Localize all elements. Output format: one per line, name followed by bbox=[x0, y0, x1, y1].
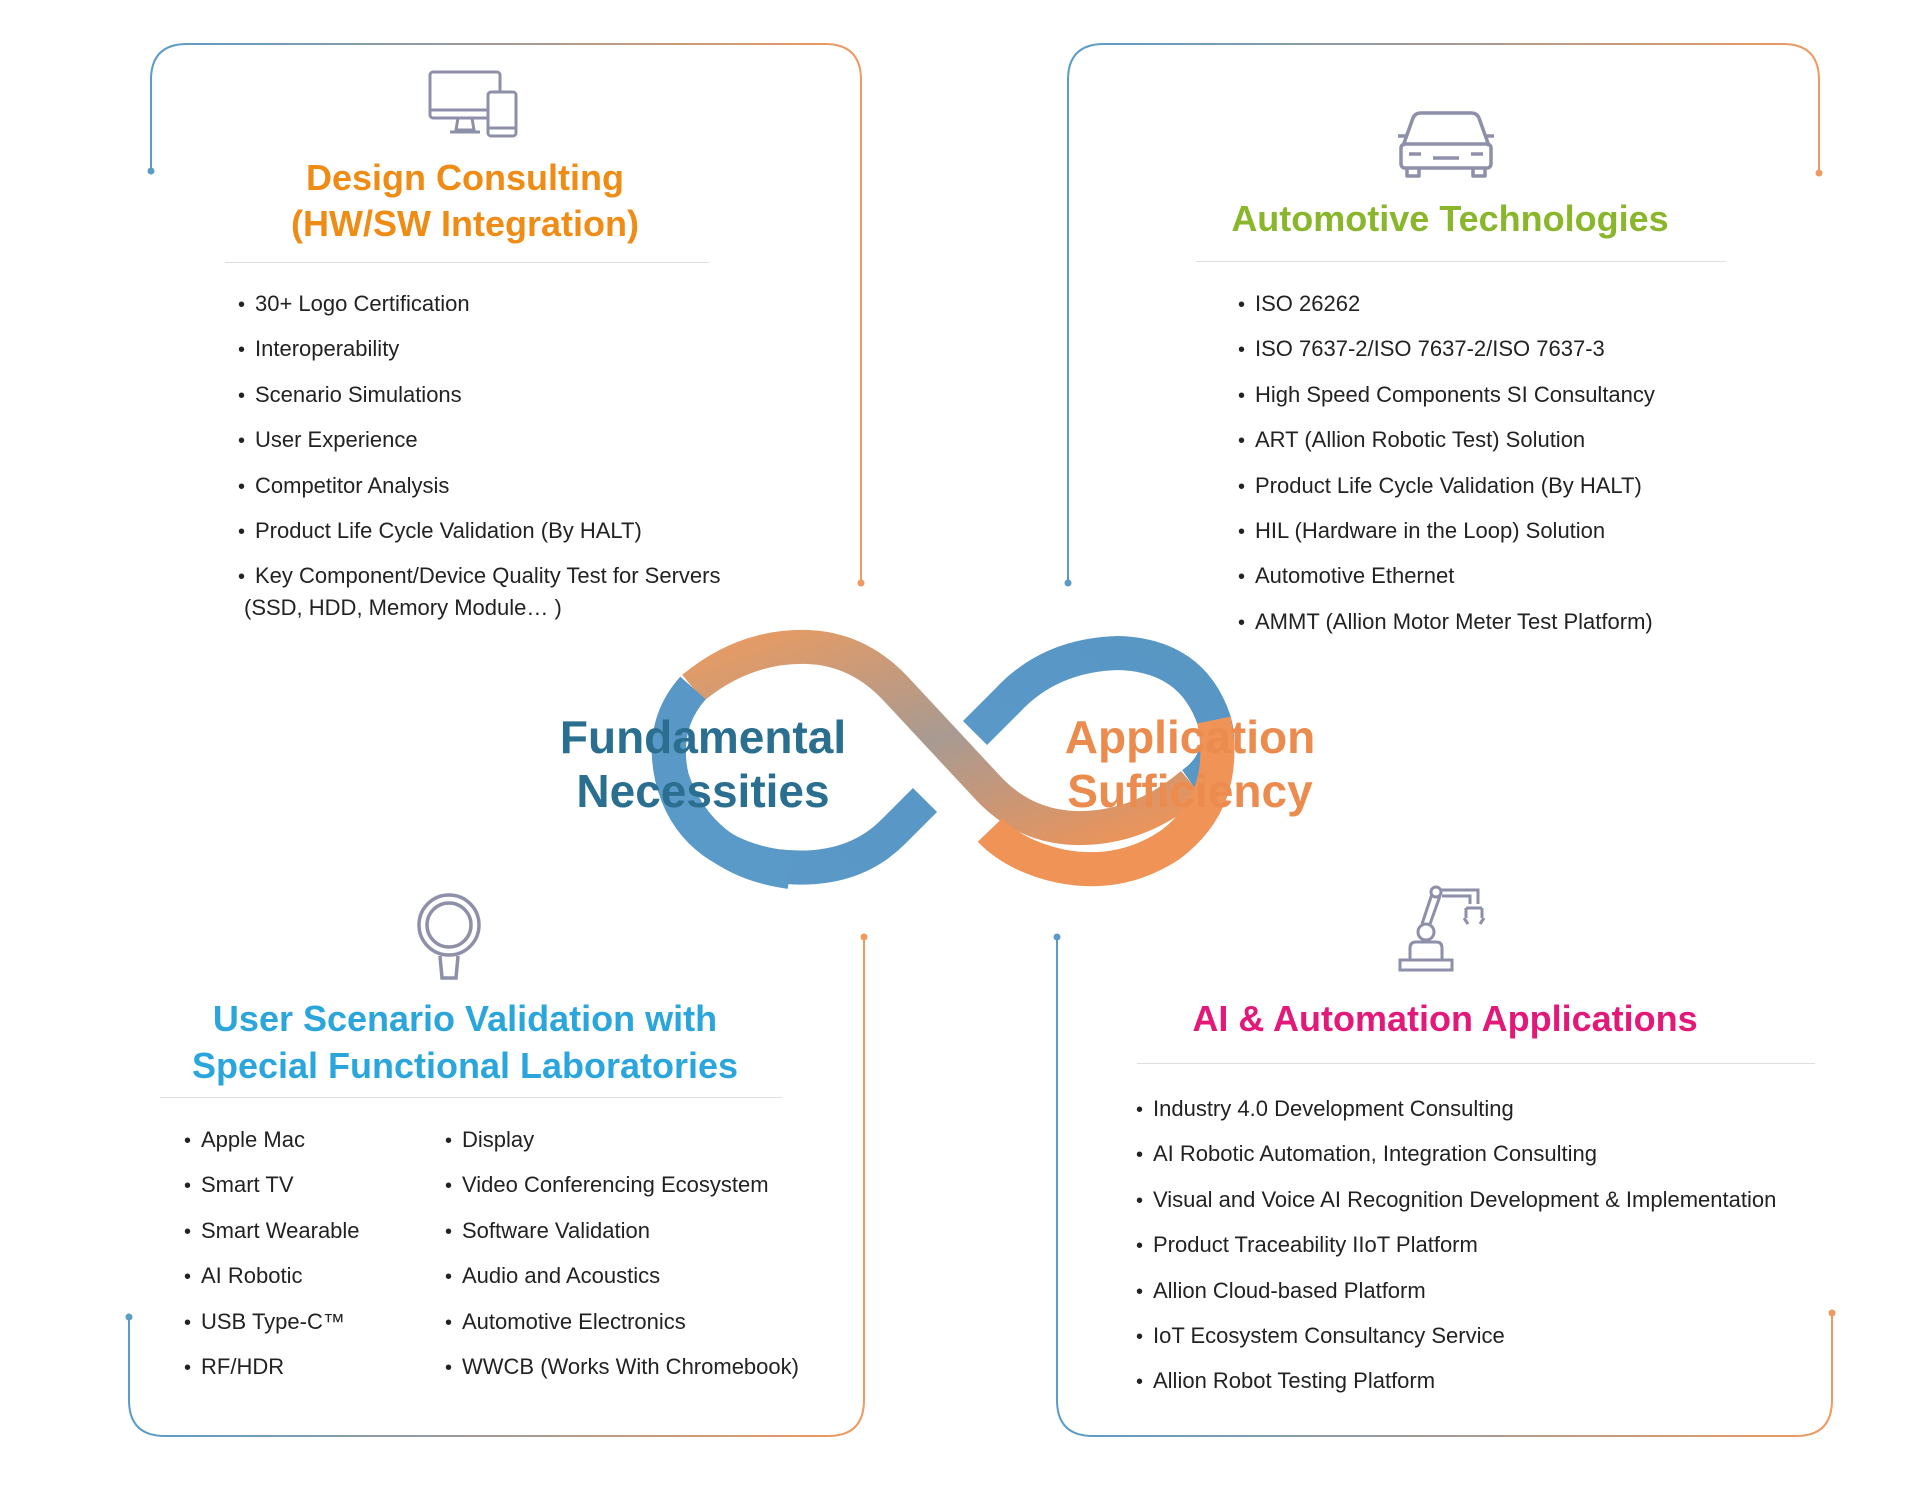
list-item: AMMT (Allion Motor Meter Test Platform) bbox=[1238, 600, 1655, 645]
list-item: RF/HDR bbox=[184, 1345, 360, 1390]
list-item: ISO 26262 bbox=[1238, 282, 1655, 327]
list-item: 30+ Logo Certification bbox=[238, 282, 720, 327]
ai-title: AI & Automation Applications bbox=[1192, 998, 1698, 1039]
automotive-title: Automotive Technologies bbox=[1231, 198, 1669, 239]
list-item: Display bbox=[445, 1118, 799, 1163]
list-item: Video Conferencing Ecosystem bbox=[445, 1163, 799, 1208]
list-item: Interoperability bbox=[238, 327, 720, 372]
list-item: Software Validation bbox=[445, 1209, 799, 1254]
list-item: User Experience bbox=[238, 418, 720, 463]
list-item: USB Type-C™ bbox=[184, 1300, 360, 1345]
frame-bottom-left bbox=[128, 937, 865, 1437]
frame-bottom-right bbox=[1056, 937, 1833, 1437]
center-left-line-2: Necessities bbox=[576, 765, 830, 817]
list-item: Allion Cloud-based Platform bbox=[1136, 1269, 1776, 1314]
list-item: Product Life Cycle Validation (By HALT) bbox=[238, 509, 720, 554]
list-item: Scenario Simulations bbox=[238, 373, 720, 418]
list-item: Competitor Analysis bbox=[238, 464, 720, 509]
list-item: Apple Mac bbox=[184, 1118, 360, 1163]
list-item: AI Robotic Automation, Integration Consu… bbox=[1136, 1132, 1776, 1177]
center-left-line-1: Fundamental bbox=[559, 711, 847, 763]
center-right-label: Application Sufficiency bbox=[1040, 710, 1340, 818]
list-item: Key Component/Device Quality Test for Se… bbox=[238, 554, 720, 599]
robot-arm-icon bbox=[1398, 885, 1486, 972]
list-item: WWCB (Works With Chromebook) bbox=[445, 1345, 799, 1390]
list-item: Smart Wearable bbox=[184, 1209, 360, 1254]
frame-top-left bbox=[150, 43, 862, 583]
design-list-continuation: (SSD, HDD, Memory Module… ) bbox=[244, 595, 562, 620]
center-left-label: Fundamental Necessities bbox=[548, 710, 858, 818]
ai-list: Industry 4.0 Development Consulting AI R… bbox=[1136, 1087, 1776, 1405]
design-divider bbox=[225, 262, 709, 263]
infinity-right-lower bbox=[977, 716, 1235, 887]
automotive-divider bbox=[1196, 261, 1726, 262]
user-scenario-title-line-2: Special Functional Laboratories bbox=[191, 1044, 739, 1086]
design-list: 30+ Logo Certification Interoperability … bbox=[238, 282, 720, 600]
list-item: ISO 7637-2/ISO 7637-2/ISO 7637-3 bbox=[1238, 327, 1655, 372]
list-item: Allion Robot Testing Platform bbox=[1136, 1359, 1776, 1404]
ai-divider bbox=[1137, 1063, 1815, 1064]
magnifier-icon bbox=[417, 893, 481, 980]
design-title-line-1: Design Consulting bbox=[306, 157, 624, 198]
list-item: Smart TV bbox=[184, 1163, 360, 1208]
monitor-and-phone-icon bbox=[428, 70, 518, 138]
car-icon bbox=[1398, 111, 1494, 178]
infinity-left-lower bbox=[655, 772, 793, 889]
user-scenario-title: User Scenario Validation with Special Fu… bbox=[150, 996, 780, 1090]
frame-top-right bbox=[1067, 43, 1820, 583]
design-title-line-2: (HW/SW Integration) bbox=[291, 203, 639, 245]
center-right-line-2: Sufficiency bbox=[1067, 765, 1313, 817]
list-item: High Speed Components SI Consultancy bbox=[1238, 373, 1655, 418]
list-item: AI Robotic bbox=[184, 1254, 360, 1299]
list-item: ART (Allion Robotic Test) Solution bbox=[1238, 418, 1655, 463]
list-item: Product Traceability IIoT Platform bbox=[1136, 1223, 1776, 1268]
list-item: Product Life Cycle Validation (By HALT) bbox=[1238, 464, 1655, 509]
list-item: Audio and Acoustics bbox=[445, 1254, 799, 1299]
user-scenario-list-left: Apple Mac Smart TV Smart Wearable AI Rob… bbox=[184, 1118, 360, 1390]
center-right-line-1: Application bbox=[1064, 711, 1316, 763]
user-scenario-title-line-1: User Scenario Validation with bbox=[212, 998, 718, 1039]
list-item: HIL (Hardware in the Loop) Solution bbox=[1238, 509, 1655, 554]
design-title: Design Consulting (HW/SW Integration) bbox=[230, 155, 700, 247]
user-scenario-list-right: Display Video Conferencing Ecosystem Sof… bbox=[445, 1118, 799, 1390]
list-item: Automotive Electronics bbox=[445, 1300, 799, 1345]
list-item: Visual and Voice AI Recognition Developm… bbox=[1136, 1178, 1776, 1223]
list-item: Industry 4.0 Development Consulting bbox=[1136, 1087, 1776, 1132]
automotive-list: ISO 26262 ISO 7637-2/ISO 7637-2/ISO 7637… bbox=[1238, 282, 1655, 645]
list-item: Automotive Ethernet bbox=[1238, 554, 1655, 599]
user-scenario-divider bbox=[160, 1097, 782, 1098]
list-item: IoT Ecosystem Consultancy Service bbox=[1136, 1314, 1776, 1359]
